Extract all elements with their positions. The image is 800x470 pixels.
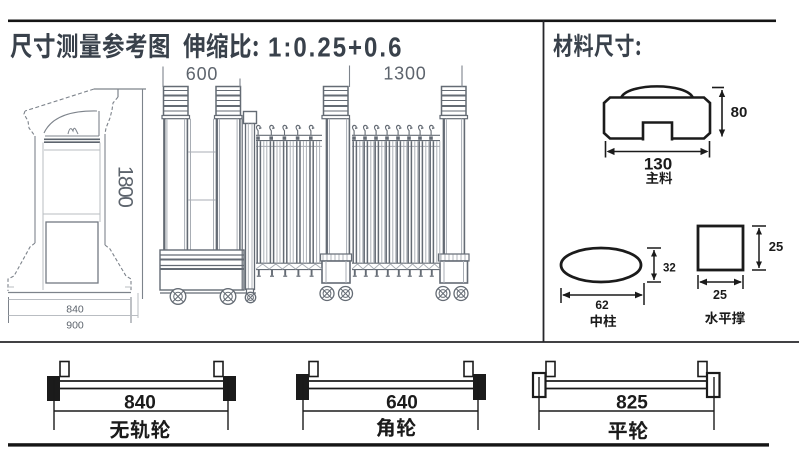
svg-text:600: 600: [186, 64, 218, 84]
svg-text:1800: 1800: [114, 166, 137, 207]
svg-text:1:0.25+0.6: 1:0.25+0.6: [268, 33, 403, 63]
svg-text:825: 825: [616, 393, 648, 414]
svg-text:62: 62: [595, 298, 609, 312]
svg-text:80: 80: [731, 104, 748, 121]
svg-text:840: 840: [124, 393, 156, 414]
svg-text:25: 25: [713, 288, 727, 302]
svg-text:1300: 1300: [383, 64, 426, 84]
svg-text:130: 130: [644, 155, 672, 174]
svg-text:640: 640: [386, 393, 418, 414]
svg-text:32: 32: [663, 263, 676, 275]
svg-text:25: 25: [769, 239, 783, 254]
svg-text:840: 840: [66, 304, 84, 316]
svg-text:900: 900: [66, 320, 84, 332]
